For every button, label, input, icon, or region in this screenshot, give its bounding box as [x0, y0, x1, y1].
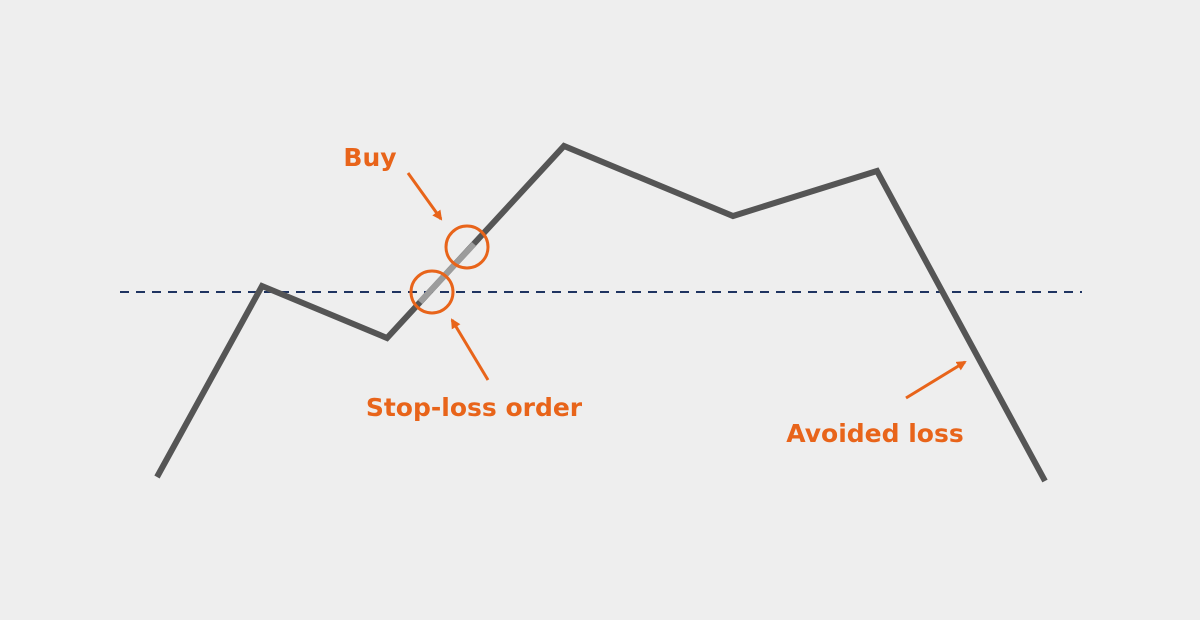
highlighted-segment [417, 241, 477, 305]
avoided-loss-arrow [905, 360, 967, 400]
price-line [154, 142, 1048, 483]
avoided-loss-label: Avoided loss [786, 419, 963, 448]
stop-loss-label: Stop-loss order [366, 393, 583, 422]
stop-loss-marker-circle [409, 269, 455, 315]
buy-arrow [406, 172, 443, 221]
buy-label: Buy [343, 143, 396, 172]
buy-marker-circle [444, 224, 490, 270]
stop-loss-arrow [450, 318, 490, 381]
